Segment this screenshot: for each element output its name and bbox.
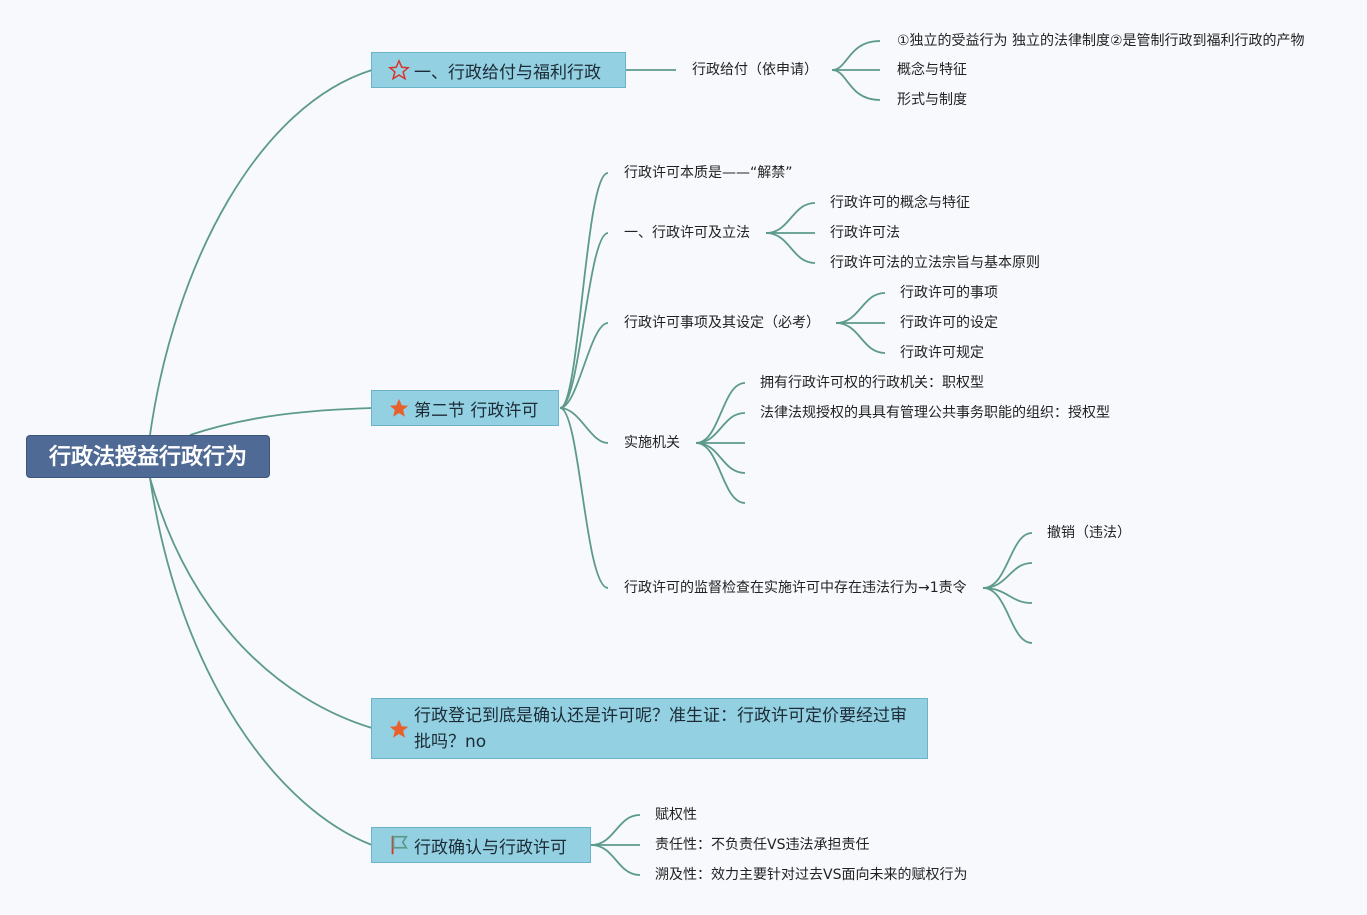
topic-label: 行政登记到底是确认还是许可呢？准生证：行政许可定价要经过审批吗？no bbox=[414, 705, 907, 752]
connector-giving-fan-1 bbox=[831, 40, 881, 71]
star-filled-icon bbox=[389, 719, 409, 738]
license-agency[interactable]: 实施机关 bbox=[624, 435, 680, 451]
connector-root-to-confirmation bbox=[149, 477, 373, 846]
matters-leaf-1[interactable]: 行政许可的事项 bbox=[900, 285, 998, 301]
license-essence[interactable]: 行政许可本质是——“解禁” bbox=[624, 165, 793, 181]
connector-agency-fan-5 bbox=[695, 442, 746, 504]
giving-leaf-2[interactable]: 概念与特征 bbox=[897, 62, 967, 78]
connector-license-fan-1 bbox=[559, 172, 609, 409]
license-legislation[interactable]: 一、行政许可及立法 bbox=[624, 225, 750, 241]
connector-root-to-giving bbox=[149, 69, 373, 436]
connector-supervision-fan-2 bbox=[982, 562, 1033, 589]
star-outline-icon bbox=[388, 59, 410, 81]
license-matters[interactable]: 行政许可事项及其设定（必考） bbox=[624, 315, 820, 331]
legislation-leaf-3[interactable]: 行政许可法的立法宗旨与基本原则 bbox=[830, 255, 1040, 271]
connector-agency-fan-4 bbox=[695, 442, 746, 474]
giving-child[interactable]: 行政给付（依申请） bbox=[692, 62, 818, 78]
agency-leaf-2[interactable]: 法律法规授权的具具有管理公共事务职能的组织：授权型 bbox=[760, 405, 1110, 421]
connector-giving-fan-3 bbox=[831, 69, 881, 101]
connector-confirmation-fan-1 bbox=[590, 814, 641, 846]
connector-license-fan-4 bbox=[559, 407, 609, 444]
topic-administrative-license[interactable]: 第二节 行政许可 bbox=[371, 390, 559, 426]
connector-agency-fan-1 bbox=[695, 382, 746, 444]
confirmation-leaf-1[interactable]: 赋权性 bbox=[655, 807, 697, 823]
topic-label: 行政确认与行政许可 bbox=[414, 837, 567, 858]
connector-matters-fan-1 bbox=[835, 292, 886, 324]
topic-confirmation-vs-license[interactable]: 行政确认与行政许可 bbox=[371, 827, 591, 863]
flag-icon bbox=[391, 835, 408, 855]
topic-administrative-giving[interactable]: 一、行政给付与福利行政 bbox=[371, 52, 626, 88]
connector-license-fan-5 bbox=[559, 407, 609, 589]
connector-legislation-fan-1 bbox=[765, 202, 816, 234]
root-topic[interactable]: 行政法授益行政行为 bbox=[26, 435, 270, 478]
topic-label: 第二节 行政许可 bbox=[414, 400, 539, 421]
connector-license-fan-3 bbox=[559, 322, 609, 409]
connector-agency-fan-2 bbox=[695, 412, 746, 444]
connector-confirmation-fan-3 bbox=[590, 844, 641, 876]
star-filled-icon bbox=[389, 398, 409, 417]
legislation-leaf-1[interactable]: 行政许可的概念与特征 bbox=[830, 195, 970, 211]
connector-legislation-fan-3 bbox=[765, 232, 816, 264]
legislation-leaf-2[interactable]: 行政许可法 bbox=[830, 225, 900, 241]
license-supervision[interactable]: 行政许可的监督检查在实施许可中存在违法行为→1责令 bbox=[624, 580, 967, 596]
giving-leaf-1[interactable]: ①独立的受益行为 独立的法律制度②是管制行政到福利行政的产物 bbox=[897, 33, 1305, 49]
matters-leaf-2[interactable]: 行政许可的设定 bbox=[900, 315, 998, 331]
supervision-leaf-1[interactable]: 撤销（违法） bbox=[1047, 525, 1131, 541]
connector-license-fan-2 bbox=[559, 232, 609, 409]
connector-supervision-fan-1 bbox=[982, 532, 1033, 589]
matters-leaf-3[interactable]: 行政许可规定 bbox=[900, 345, 984, 361]
connector-root-to-license bbox=[189, 407, 373, 436]
agency-leaf-1[interactable]: 拥有行政许可权的行政机关：职权型 bbox=[760, 375, 984, 391]
giving-leaf-3[interactable]: 形式与制度 bbox=[897, 92, 967, 108]
topic-label: 一、行政给付与福利行政 bbox=[414, 62, 601, 83]
confirmation-leaf-3[interactable]: 溯及性：效力主要针对过去VS面向未来的赋权行为 bbox=[655, 867, 968, 883]
connector-supervision-fan-4 bbox=[982, 587, 1033, 644]
confirmation-leaf-2[interactable]: 责任性：不负责任VS违法承担责任 bbox=[655, 837, 870, 853]
connector-root-to-registration bbox=[149, 477, 373, 729]
connector-matters-fan-3 bbox=[835, 322, 886, 354]
topic-registration-question[interactable]: 行政登记到底是确认还是许可呢？准生证：行政许可定价要经过审批吗？no bbox=[371, 698, 928, 759]
